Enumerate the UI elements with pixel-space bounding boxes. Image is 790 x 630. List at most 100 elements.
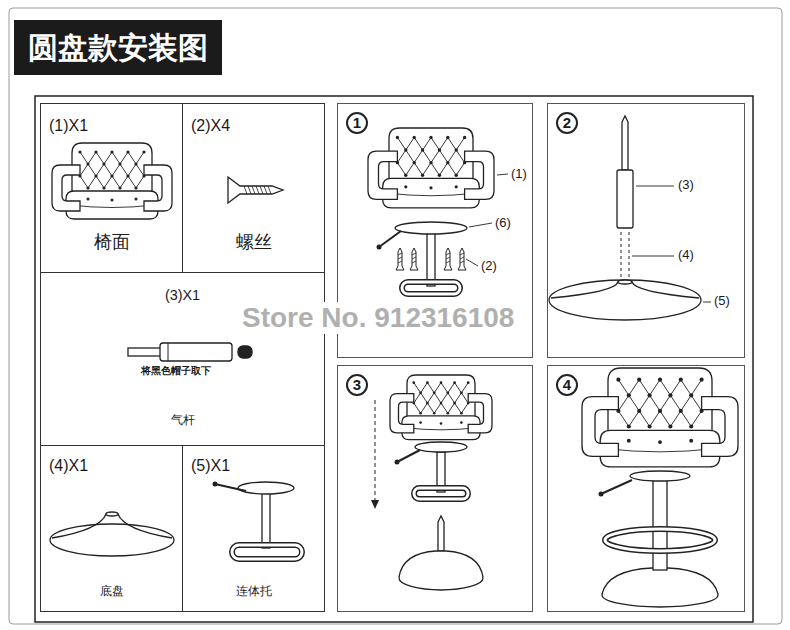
tuft-button [102,162,105,165]
tuft-line [650,395,660,411]
tuft-line [414,403,421,413]
chair-armrest [390,394,414,433]
tuft-button [433,412,436,415]
part-count: (1)X1 [49,116,88,135]
tuft-line [650,380,660,396]
guide-dash [629,232,630,280]
tuft-button [86,162,89,165]
support-pole [653,478,667,570]
part-name: 螺丝 [183,232,324,254]
inner-frame [35,96,753,622]
tuft-line [448,163,456,176]
tuft-button [426,381,429,384]
tuft-button [118,162,121,165]
foot-ring [414,488,468,499]
tuft-button [440,402,443,405]
part-panel: (1)X1 椅面 [40,103,183,273]
screw-thread [398,261,402,263]
tuft-line [136,152,144,164]
gas-lift-rod [438,516,444,551]
tuft-line [434,393,441,403]
tuft-line [104,164,112,176]
chair-backrest [72,143,152,197]
tuft-button [658,409,662,413]
tuft-line [427,393,434,403]
tuft-button [446,136,449,139]
tuft-button [118,186,121,189]
seat-step4 [582,368,738,467]
tuft-line [88,176,96,188]
foot-ring [414,488,468,499]
base-dome [399,551,483,577]
tuft-line [431,137,439,150]
tuft-line [618,395,628,411]
tuft-button [460,412,463,415]
tuft-line [406,163,414,176]
part-count: (4)X1 [49,456,88,475]
support-plate [630,471,690,481]
tuft-line [455,393,462,403]
tuft-button [648,393,652,397]
support-pole [262,492,270,548]
tuft-button [419,421,422,424]
tuft-button [658,440,662,444]
tuft-line [88,152,96,164]
screw-thread [248,186,251,194]
chair-armrest [465,151,494,199]
height-lever [397,450,420,462]
support-plate [238,482,294,494]
tuft-button [438,174,441,177]
tuft-line [120,152,128,164]
tuft-line [439,163,447,176]
watermark: Store No. 912316108 [240,302,516,334]
tuft-button [637,409,641,413]
tuft-button [126,174,129,177]
tuft-button [460,391,463,394]
screw-thread [268,186,271,194]
lever-knob [395,460,400,465]
tuft-button [658,378,662,382]
tuft-button [440,381,443,384]
screw [410,248,418,270]
tuft-line [461,403,468,413]
tuft-button [453,381,456,384]
tuft-line [691,395,701,411]
tuft-line [120,164,128,176]
tuft-line [448,393,455,403]
tuft-button [700,378,704,382]
tuft-button [110,174,113,177]
callout-number: (6) [495,215,511,231]
lever-knob [377,245,382,250]
screw-thread [460,257,464,259]
tuft-line [128,176,136,188]
tuft-line [427,403,434,413]
tuft-line [448,403,455,413]
tuft-button [455,185,458,188]
callout-number: (5) [714,293,730,309]
assembly-arrowhead [371,500,379,509]
screw-thread [446,253,450,255]
tuft-button [396,136,399,139]
base-hub [106,512,118,516]
tuft-button [404,148,407,151]
tuft-line [660,395,670,411]
tuft-button [94,174,97,177]
screw-thread [460,253,464,255]
part-name: 椅面 [41,232,182,254]
tuft-line [80,152,88,164]
note: 将黑色帽子取下 [141,365,211,377]
tuft-button [446,412,449,415]
lever-knob [599,492,604,497]
tuft-line [431,163,439,176]
tuft-line [650,411,660,427]
tuft-line [681,380,691,396]
seat-crease [70,205,154,208]
tuft-button [455,174,458,177]
foot-ring [402,282,460,294]
tuft-line [448,137,456,150]
tuft-button [135,198,138,201]
tuft-line [96,152,104,164]
callout-number: (1) [511,166,527,182]
tuft-button [616,378,620,382]
tuft-line [455,383,462,393]
